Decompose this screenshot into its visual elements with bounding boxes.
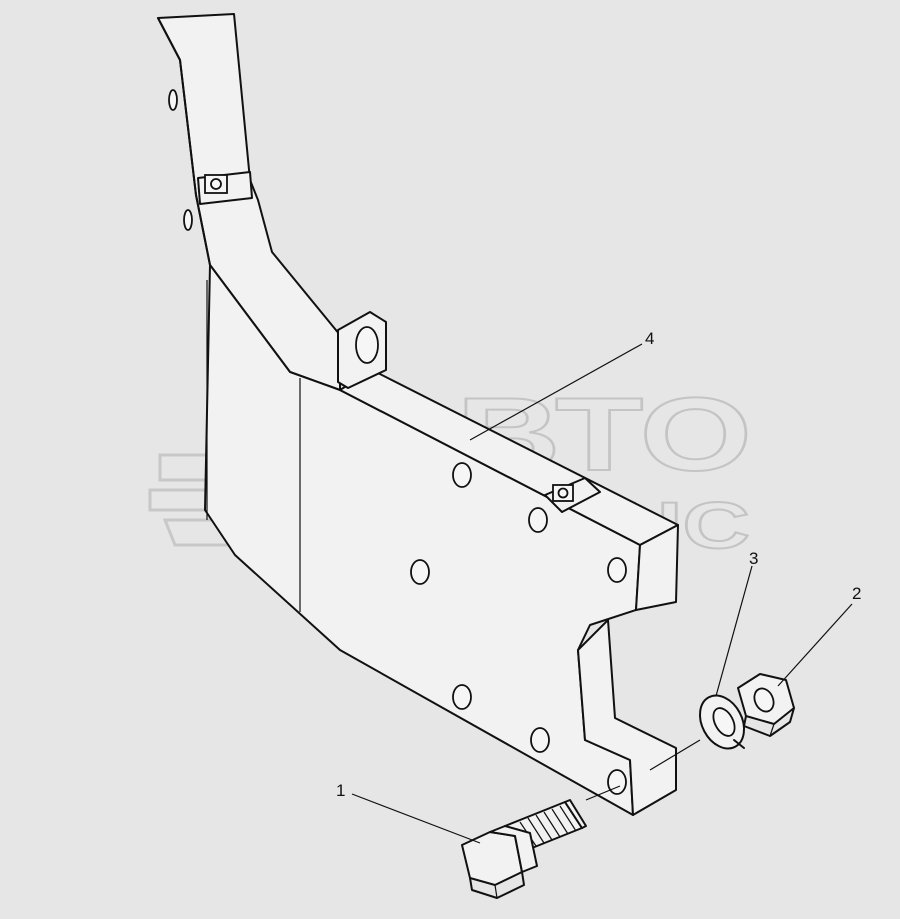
callout-3: 3: [749, 549, 758, 568]
callout-2: 2: [852, 584, 861, 603]
leader-lines: [351, 343, 853, 844]
bolt-part-1: [461, 799, 587, 899]
callout-1: 1: [336, 781, 345, 800]
washer-part-3: [698, 694, 746, 750]
callout-4: 4: [645, 329, 654, 348]
assembly-axis: [585, 739, 701, 801]
nut-part-2: [737, 673, 795, 737]
bracket-part-4: [157, 13, 679, 816]
